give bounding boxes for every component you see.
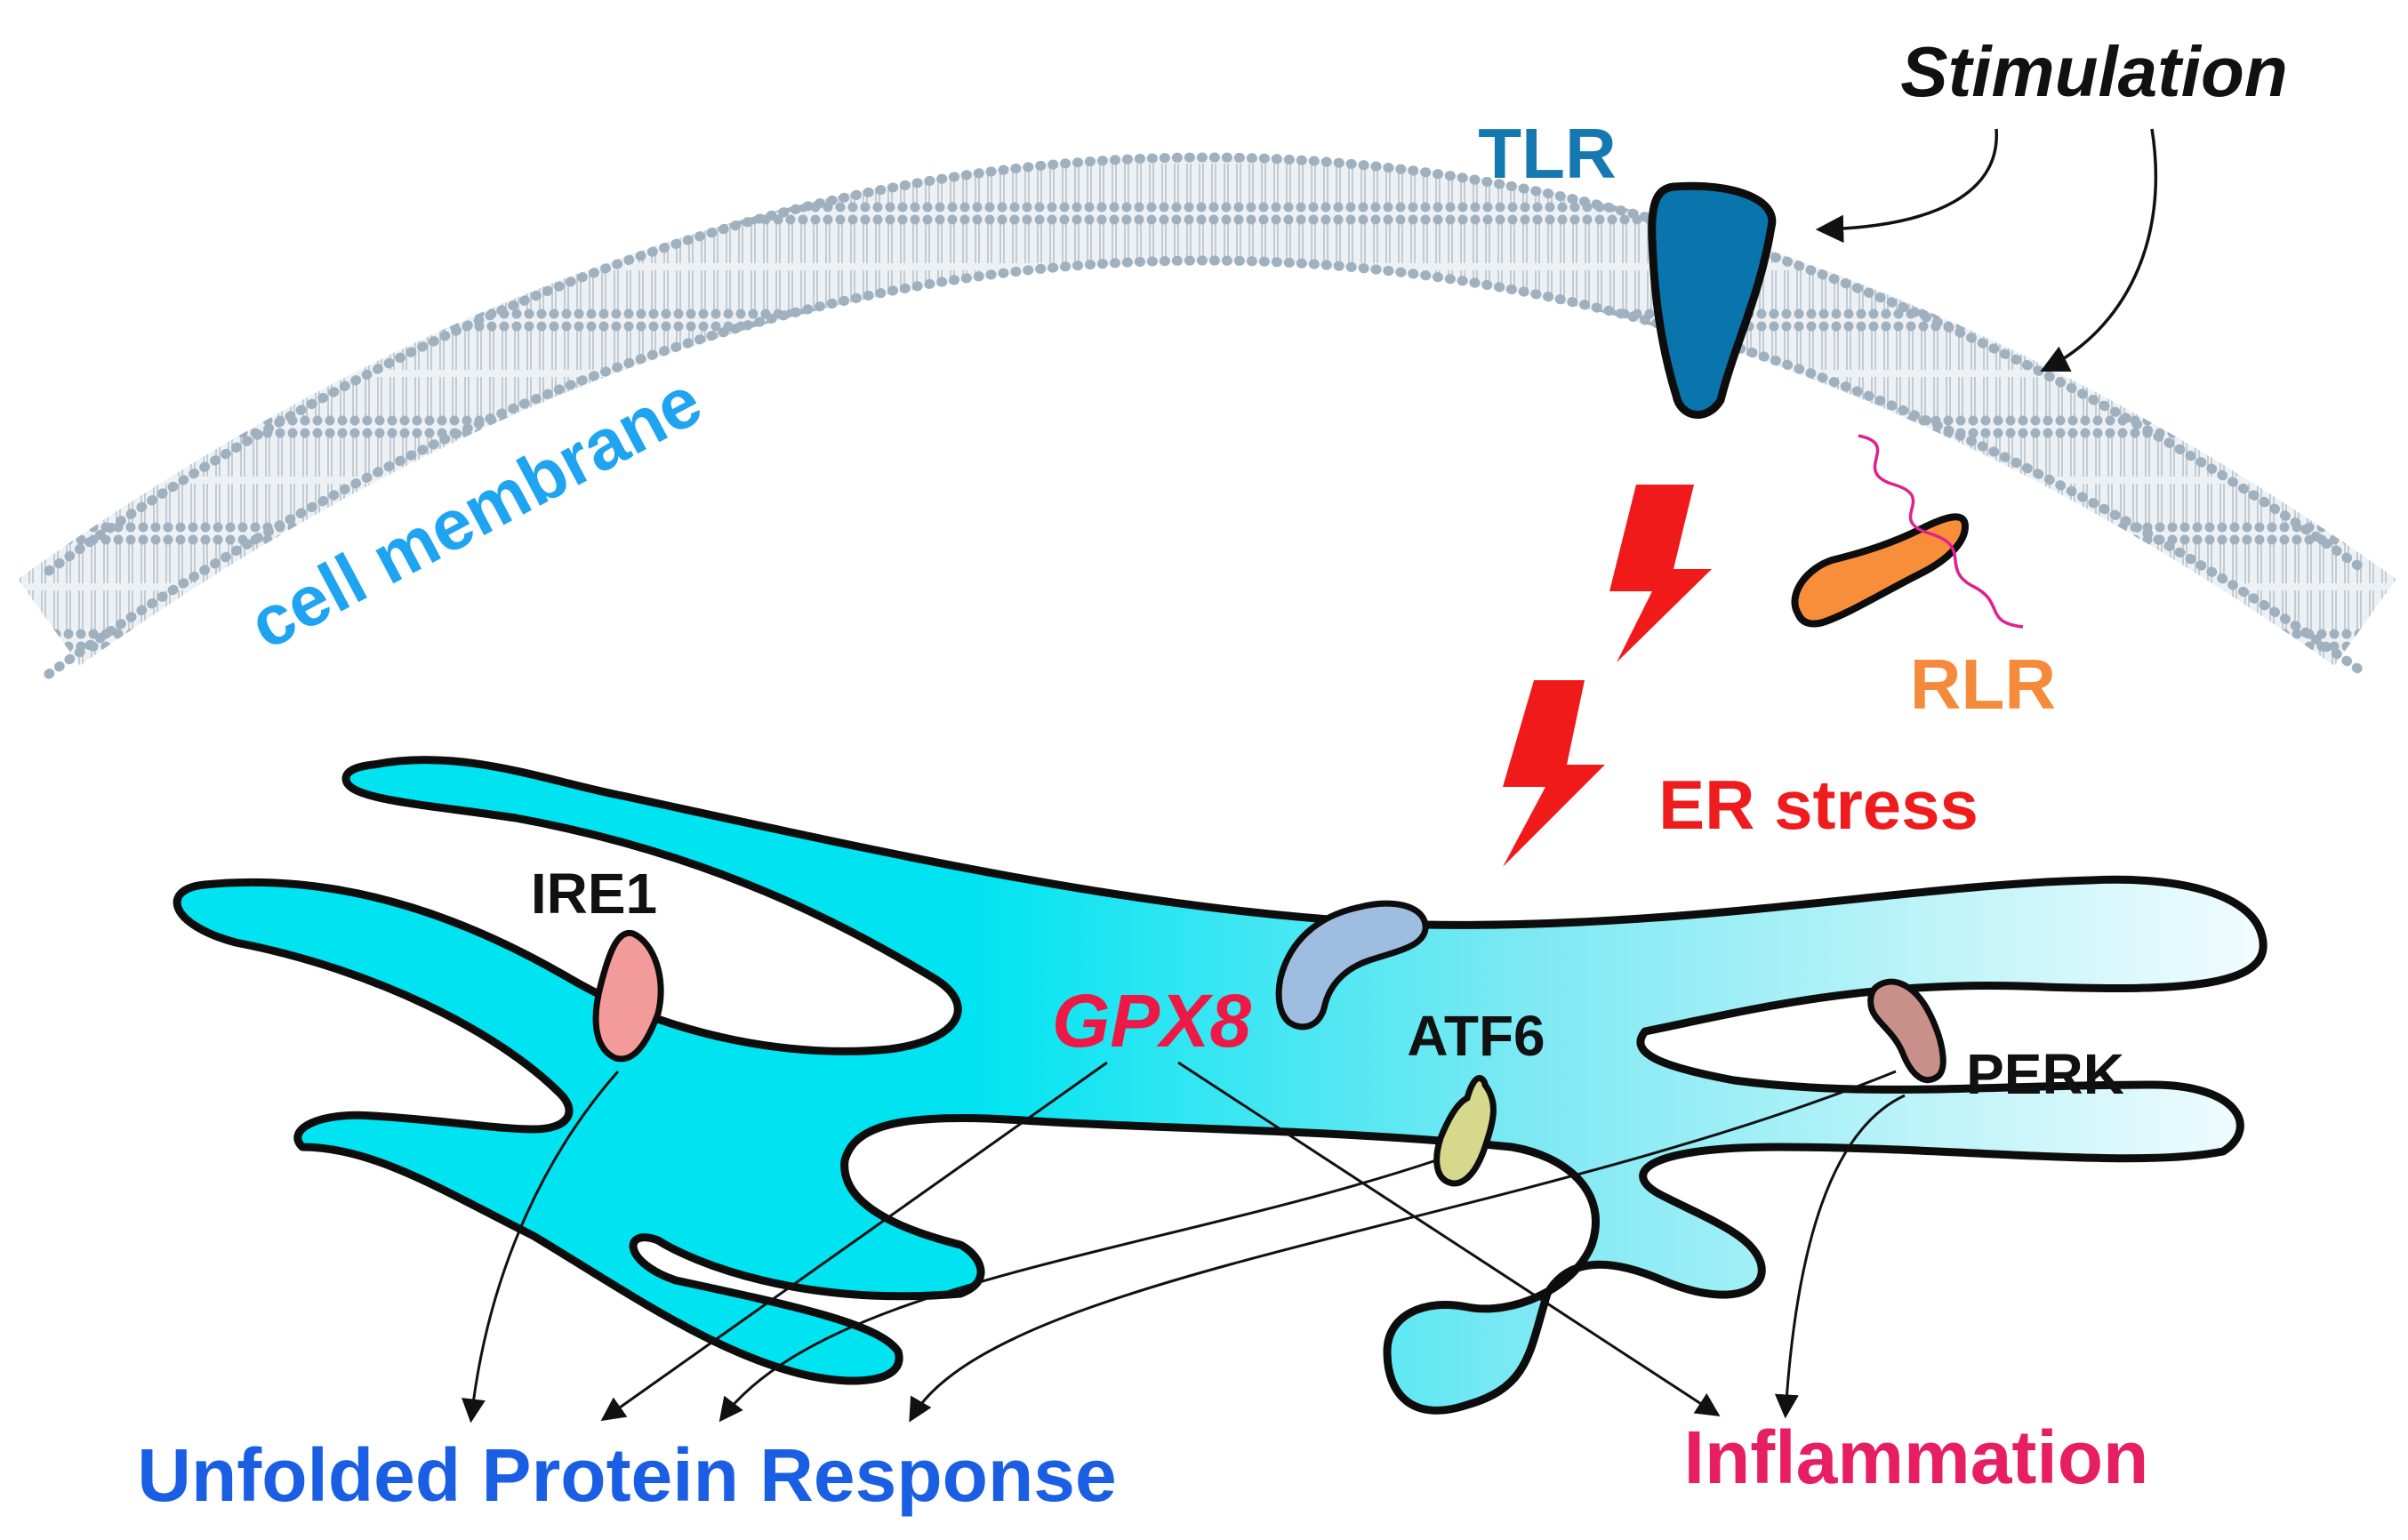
- tlr-receptor: [1648, 181, 1777, 419]
- atf6-protein: [1433, 1075, 1497, 1187]
- atf6-label: ATF6: [1407, 1004, 1545, 1068]
- stimulation-label: Stimulation: [1900, 32, 2288, 111]
- ire1-to-upr-arrow: [462, 1071, 620, 1424]
- stimulation-arrows: [1815, 128, 2158, 372]
- cell-membrane: [18, 152, 2396, 679]
- rlr-protein: [1791, 434, 2024, 629]
- stimulation-to-tlr-arrow: [1815, 128, 1998, 244]
- ire1-label: IRE1: [531, 862, 657, 926]
- inflammation-label: Inflammation: [1684, 1416, 2149, 1499]
- pathway-arrows: [462, 1061, 1906, 1424]
- perk-label: PERK: [1966, 1042, 2124, 1106]
- perk-to-inflammation-arrow: [1774, 1094, 1906, 1419]
- atf6-to-upr-arrow: [718, 1159, 1437, 1423]
- gpx8-to-inflammation-arrow: [1177, 1061, 1721, 1416]
- gpx8-protein: [1275, 900, 1429, 1031]
- gpx8-to-upr-arrow: [600, 1061, 1108, 1422]
- rna-strand: [1858, 434, 2024, 629]
- perk-protein: [1867, 978, 1946, 1084]
- lightning-bolt-icon: [1609, 485, 1712, 662]
- rlr-label: RLR: [1910, 645, 2056, 724]
- lightning-bolt-icon: [1503, 680, 1605, 867]
- er-stress-label: ER stress: [1658, 766, 1979, 844]
- ire1-protein: [592, 929, 664, 1063]
- upr-label: Unfolded Protein Response: [137, 1433, 1116, 1517]
- tlr-label: TLR: [1478, 114, 1617, 193]
- gpx8-label: GPX8: [1052, 979, 1251, 1063]
- perk-to-upr-arrow: [909, 1070, 1897, 1423]
- stimulation-to-membrane-arrow: [2040, 128, 2158, 372]
- endoplasmic-reticulum: [173, 756, 2268, 1415]
